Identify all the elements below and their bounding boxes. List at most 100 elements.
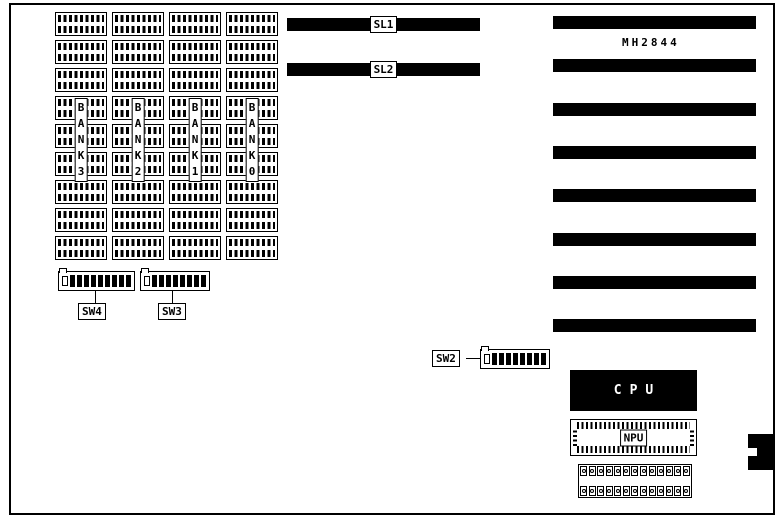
chip-pins-bottom (229, 54, 275, 61)
memory-chip (226, 180, 278, 204)
chip-pins-bottom (115, 82, 161, 89)
sw2-pointer-line (466, 358, 480, 359)
chip-pins-bottom (58, 26, 104, 33)
memory-chip (55, 12, 107, 36)
memory-chip (169, 180, 221, 204)
dip-switch-segment (520, 353, 525, 365)
dip-switch-segment (126, 275, 131, 287)
memory-chip (112, 208, 164, 232)
connector-pin-hole (598, 489, 603, 493)
connector-pin-hole (624, 469, 629, 473)
sw3-label: SW3 (158, 303, 186, 320)
connector-pin (622, 486, 630, 496)
chip-pins-top (172, 43, 218, 50)
connector-pin (605, 466, 613, 476)
connector-pin-hole (684, 489, 689, 493)
chip-pins-top (172, 71, 218, 78)
chip-pins-top (172, 239, 218, 246)
dip-switch-sw3 (140, 268, 210, 291)
connector-pin (597, 486, 605, 496)
connector-pin (657, 486, 665, 496)
chip-pins-top (58, 15, 104, 22)
memory-chip (55, 208, 107, 232)
expansion-slot (553, 275, 756, 289)
connector-pin (674, 466, 682, 476)
memory-chip (55, 40, 107, 64)
connector-pin-hole (675, 469, 680, 473)
dip-switch-segment (180, 275, 185, 287)
board-outline (9, 3, 775, 515)
connector-pin-hole (667, 489, 672, 493)
memory-chip (55, 180, 107, 204)
dip-switch-segment (105, 275, 110, 287)
chip-pins-top (115, 43, 161, 50)
cpu-chip: CPU (570, 370, 697, 411)
connector-pin (648, 486, 656, 496)
connector-pin-hole (632, 489, 637, 493)
chip-pins-bottom (172, 82, 218, 89)
connector-pin (682, 486, 690, 496)
connector-pin (597, 466, 605, 476)
connector-pin-hole (581, 469, 586, 473)
connector-pin-hole (684, 469, 689, 473)
connector-pin (682, 466, 690, 476)
dip-switch-segment (119, 275, 124, 287)
connector-pin (665, 466, 673, 476)
npu-pins-bottom (577, 446, 690, 453)
chip-pins-top (115, 211, 161, 218)
dip-switch-segment (112, 275, 117, 287)
slot-sl2: SL2 (287, 61, 480, 78)
connector-pin (631, 486, 639, 496)
connector-pin (605, 486, 613, 496)
chip-pins-bottom (58, 54, 104, 61)
connector-pin-hole (624, 489, 629, 493)
connector-pin-hole (650, 489, 655, 493)
dip-switch-segment (541, 353, 546, 365)
connector-pin (588, 486, 596, 496)
chip-pins-bottom (229, 82, 275, 89)
dip-switch-segment (513, 353, 518, 365)
chip-pins-top (172, 183, 218, 190)
connector-pin (614, 466, 622, 476)
chip-pins-top (58, 71, 104, 78)
connector-pin (614, 486, 622, 496)
sw4-pointer-line (95, 291, 96, 303)
chip-pins-bottom (172, 26, 218, 33)
chip-pins-top (172, 211, 218, 218)
chip-pins-top (229, 211, 275, 218)
dip-switch-sw4 (58, 268, 135, 291)
memory-chip (169, 12, 221, 36)
memory-chip (226, 208, 278, 232)
dip-switch-sw2 (480, 346, 550, 369)
slot-sl2-label: SL2 (369, 61, 398, 78)
memory-chip (226, 12, 278, 36)
chip-pins-bottom (115, 54, 161, 61)
chip-pins-bottom (229, 250, 275, 257)
connector-pin-hole (658, 489, 663, 493)
chip-pins-bottom (172, 194, 218, 201)
expansion-slot (553, 319, 756, 333)
chip-pins-bottom (229, 26, 275, 33)
chip-pins-top (115, 239, 161, 246)
dip-switch-segment (173, 275, 178, 287)
npu-pins-left (573, 429, 577, 446)
dip-switch-segment (194, 275, 199, 287)
dip-switch-segment (534, 353, 539, 365)
connector-pin (580, 486, 587, 496)
chip-pins-bottom (172, 250, 218, 257)
dip-switch-segment (492, 353, 497, 365)
chip-pins-bottom (58, 250, 104, 257)
memory-chip (226, 236, 278, 260)
dip-switch-segment (499, 353, 504, 365)
chip-pins-bottom (229, 194, 275, 201)
memory-chip (112, 180, 164, 204)
npu-pins-top (577, 422, 690, 429)
memory-chip (55, 68, 107, 92)
memory-chip (112, 12, 164, 36)
